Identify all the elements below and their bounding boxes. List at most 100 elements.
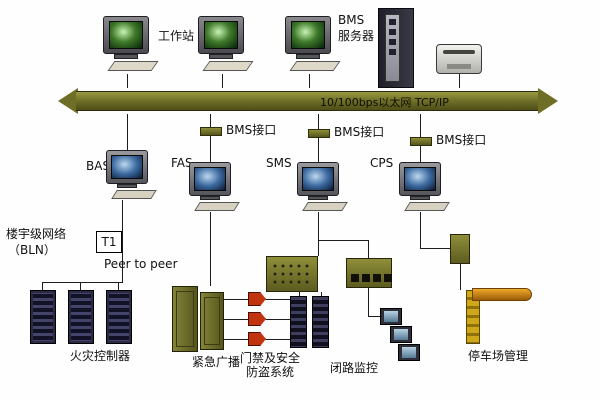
- connector-line: [118, 282, 119, 290]
- crt-monitor: [103, 16, 149, 54]
- connector-line: [318, 114, 319, 162]
- tower-drive-bay: [389, 39, 396, 45]
- bln-label-line1: 楼宇级网络: [6, 227, 67, 241]
- keyboard: [404, 202, 450, 211]
- cctv-screen: [402, 347, 416, 358]
- connector-line: [210, 114, 211, 162]
- printer-tray: [447, 64, 471, 69]
- connector-line: [459, 74, 460, 88]
- broadcast-speaker: [248, 292, 266, 306]
- keyboard: [289, 61, 341, 71]
- cabinet-door: [204, 297, 220, 345]
- bms-interface-block-3: [410, 137, 432, 146]
- connector-line: [127, 74, 128, 88]
- controller-dot-grid: [271, 262, 313, 286]
- tower-drive-bay: [389, 49, 396, 55]
- bms-interface-block-2: [308, 129, 330, 138]
- broadcast-cabinet-short: [200, 292, 224, 350]
- monitor-base: [114, 54, 138, 59]
- crt-monitor: [189, 162, 231, 196]
- monitor-base: [117, 184, 137, 188]
- connector-line: [122, 200, 123, 282]
- t1-node: T1: [96, 231, 122, 253]
- broadcast-cabinet-tall: [172, 286, 198, 352]
- bas-label: BAS: [86, 159, 111, 173]
- tower-drive-bay: [389, 29, 396, 35]
- keyboard: [194, 202, 240, 211]
- access-controller-box: [266, 256, 318, 292]
- cctv-monitor: [390, 326, 412, 343]
- crt-screen: [291, 21, 325, 49]
- monitor-base: [410, 196, 430, 200]
- access-label-line1: 门禁及安全: [240, 351, 301, 365]
- keyboard: [202, 61, 254, 71]
- connector-line: [210, 212, 211, 286]
- server-tower: [378, 8, 414, 88]
- tower-drive-bay: [389, 19, 396, 25]
- crt-monitor: [285, 16, 331, 54]
- connector-line: [321, 292, 322, 298]
- emergency-broadcast-label: 紧急广播: [192, 355, 241, 369]
- connector-line: [80, 282, 81, 290]
- tower-front-panel: [385, 14, 400, 82]
- access-rack-panel: [290, 296, 307, 348]
- fire-controller-unit: [68, 290, 94, 344]
- crt-screen: [204, 21, 238, 49]
- crt-screen: [109, 21, 143, 49]
- monitor-base: [296, 54, 320, 59]
- bus-arrowhead-left: [58, 88, 78, 114]
- fire-controller-unit: [30, 290, 56, 344]
- crt-monitor: [106, 150, 148, 184]
- bms-server-label-line1: BMS: [338, 13, 365, 27]
- sms-pc: [297, 162, 348, 211]
- cctv-screen: [394, 329, 408, 340]
- monitor-base: [308, 196, 328, 200]
- fas-pc: [189, 162, 240, 211]
- t1-label: T1: [101, 235, 117, 249]
- connector-line: [127, 114, 128, 150]
- connector-line: [42, 282, 43, 290]
- connector-line: [309, 74, 310, 88]
- printer: [436, 44, 482, 74]
- ethernet-bus-arrow: 10/100bps以太网 TCP/IP: [58, 88, 558, 114]
- keyboard: [107, 61, 159, 71]
- connector-line: [266, 299, 290, 300]
- connector-line: [420, 212, 421, 248]
- peer-to-peer-label: Peer to peer: [104, 257, 178, 271]
- fire-controller-unit: [106, 290, 132, 344]
- connector-line: [299, 292, 300, 298]
- crt-screen: [302, 167, 334, 191]
- bln-label-line2: （BLN）: [8, 243, 56, 257]
- bms-interface-label-1: BMS接口: [226, 123, 277, 137]
- cctv-monitor: [398, 344, 420, 361]
- cps-label: CPS: [370, 156, 394, 170]
- cctv-switcher-box: [346, 258, 392, 288]
- cps-pc: [399, 162, 450, 211]
- workstation-pc-2: [198, 16, 254, 71]
- ethernet-label: 10/100bps以太网 TCP/IP: [320, 96, 449, 109]
- fas-label: FAS: [171, 156, 193, 170]
- bms-interface-label-3: BMS接口: [436, 133, 487, 147]
- crt-screen: [194, 167, 226, 191]
- parking-label: 停车场管理: [468, 349, 529, 363]
- broadcast-speaker: [248, 312, 266, 326]
- connector-line: [368, 316, 382, 317]
- printer-paper-slot: [443, 50, 475, 54]
- connector-line: [368, 288, 369, 316]
- bus-body: [76, 91, 540, 111]
- connector-line: [222, 74, 223, 88]
- crt-screen: [111, 155, 143, 179]
- connector-line: [318, 240, 368, 241]
- connector-line: [318, 212, 319, 256]
- bms-server-label-line2: 服务器: [338, 29, 375, 43]
- sms-label: SMS: [266, 156, 292, 170]
- access-label-line2: 防盗系统: [246, 365, 295, 379]
- crt-monitor: [198, 16, 244, 54]
- cctv-label: 闭路监控: [330, 361, 379, 375]
- bms-interface-block-1: [200, 127, 222, 136]
- cctv-monitor: [380, 308, 402, 325]
- switcher-ports: [351, 274, 392, 282]
- bms-server-pc: [285, 16, 341, 71]
- connector-line: [420, 248, 451, 249]
- broadcast-speaker: [248, 332, 266, 346]
